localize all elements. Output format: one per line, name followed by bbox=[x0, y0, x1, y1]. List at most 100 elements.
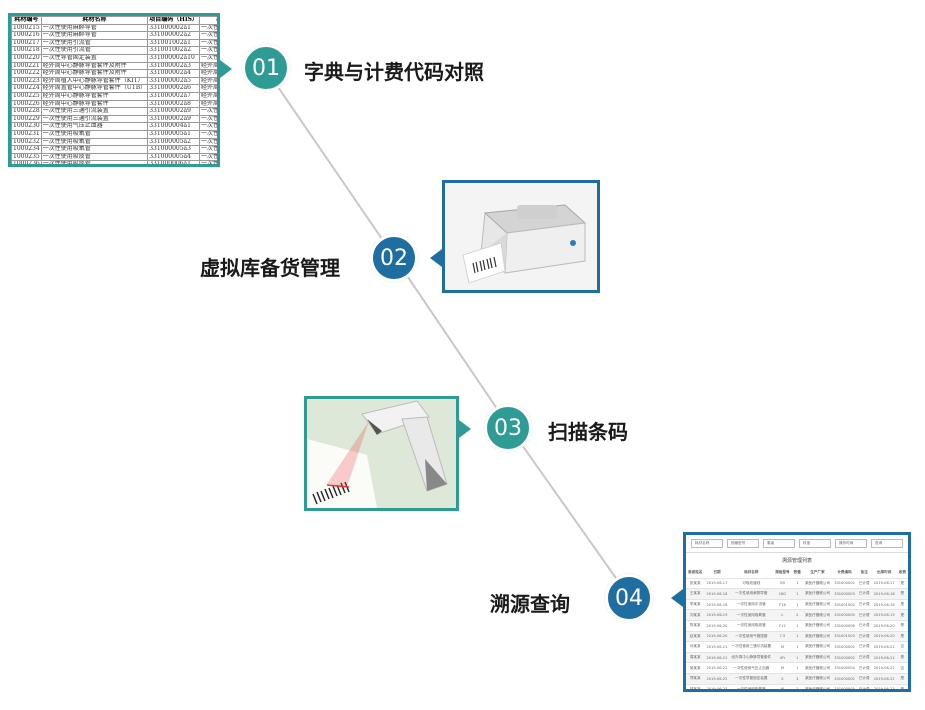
dict-cell: 经外周植入中心静脉导管套件（KIT） bbox=[40, 76, 149, 86]
trace-cell: 2019-06-22 bbox=[871, 673, 897, 685]
trace-cell: 孙某某 bbox=[686, 641, 705, 653]
dict-cell: 331000002a4 bbox=[147, 69, 201, 78]
trace-cell: 否 bbox=[896, 662, 908, 674]
dict-cell: 1000217 bbox=[11, 38, 42, 48]
step-04-label: 溯源查询 bbox=[490, 592, 570, 616]
trace-cell: 一次性使用气压止血器 bbox=[729, 662, 774, 674]
trace-cell: 否 bbox=[896, 641, 908, 653]
trace-cell: 吴某某 bbox=[686, 662, 705, 674]
trace-cell: 331001003 bbox=[832, 631, 857, 643]
trace-cell: 7.5 bbox=[773, 631, 792, 643]
trace-cell: 2019-06-17 bbox=[871, 578, 897, 590]
trace-cell: 1 bbox=[791, 578, 803, 590]
trace-cell: S bbox=[773, 673, 792, 685]
dict-cell: 331000002a9 bbox=[147, 114, 201, 124]
trace-cell: 某医疗器械公司 bbox=[802, 609, 833, 621]
trace-filter: 操作时间 bbox=[835, 539, 867, 548]
trace-cell: 一次性使用吸痰管 bbox=[729, 620, 774, 632]
trace-cell: 1 bbox=[791, 684, 803, 689]
trace-header-cell: 数量 bbox=[791, 568, 803, 579]
trace-screen-image: 耗材名称规格型号患者科室操作时间查询 溯源管理列表 患者姓名日期耗材名称规格型号… bbox=[683, 532, 911, 692]
trace-cell: 某医疗器械公司 bbox=[802, 641, 833, 653]
trace-cell: 4Fr bbox=[773, 652, 792, 664]
dict-cell: 1000222 bbox=[11, 69, 42, 78]
trace-cell: 是 bbox=[896, 631, 908, 643]
dict-row: 1000232一次性使用吸氧管331000005a2一次性使用 bbox=[11, 137, 217, 147]
step-03-number: 03 bbox=[494, 415, 522, 441]
trace-cell: 某医疗器械公司 bbox=[802, 673, 833, 685]
trace-cell: 陈某某 bbox=[686, 620, 705, 632]
pointer-4 bbox=[671, 589, 683, 607]
dict-cell: 一次性使用吸氧管 bbox=[40, 145, 149, 154]
dict-cell: 一次性使用气压止血器 bbox=[40, 122, 149, 131]
dict-header-cell: 项目名称 bbox=[199, 16, 217, 25]
dict-cell: 一次性使用吸氧管 bbox=[40, 129, 149, 139]
dict-cell: 一次性使用吸痰管 bbox=[40, 160, 149, 164]
dict-cell: 1000220 bbox=[11, 53, 42, 63]
dict-row: 1000226经外周中心静脉导管套件331000002a8经外周中心静脉 bbox=[11, 99, 217, 109]
trace-cell: 某医疗器械公司 bbox=[802, 662, 833, 674]
trace-cell: 2019-06-22 bbox=[704, 673, 730, 685]
dict-cell: 一次性使用三 bbox=[199, 114, 217, 124]
trace-cell: 某医疗器械公司 bbox=[802, 588, 833, 600]
pointer-1 bbox=[220, 60, 232, 78]
dict-cell: 331000002a3 bbox=[147, 61, 201, 71]
trace-cell: 331001002 bbox=[832, 599, 857, 611]
dict-cell: 331000002a1 bbox=[147, 23, 201, 33]
step-01-number: 01 bbox=[252, 55, 280, 81]
dict-cell: 331000002a10 bbox=[147, 53, 201, 63]
printer-image bbox=[442, 180, 600, 293]
trace-cell: 是 bbox=[896, 652, 908, 664]
trace-cell: 2019-06-20 bbox=[871, 620, 897, 632]
trace-cell: 331000002 bbox=[832, 641, 857, 653]
dict-cell: 1000224 bbox=[11, 84, 42, 93]
trace-cell: 一次性使用三通引流装置 bbox=[729, 641, 774, 653]
trace-cell: 3 bbox=[791, 673, 803, 685]
dict-cell: 经外周置管中心静脉导管套件（UTB） bbox=[40, 84, 149, 93]
trace-cell: 已计费 bbox=[856, 652, 872, 664]
dict-cell: 一次性使用 bbox=[199, 145, 217, 154]
trace-cell: 是 bbox=[896, 620, 908, 632]
step-04-badge: 04 bbox=[605, 574, 653, 622]
dict-cell: 1000218 bbox=[11, 46, 42, 55]
dict-cell: 331000002a9 bbox=[147, 107, 201, 116]
step-04-number: 04 bbox=[615, 585, 643, 611]
trace-cell: 2 bbox=[791, 609, 803, 621]
dict-cell: 一次性导管固定装置 bbox=[40, 53, 149, 63]
trace-cell: 赵某某 bbox=[686, 631, 705, 643]
trace-cell: 已计费 bbox=[856, 641, 872, 653]
trace-cell: 331000003 bbox=[832, 588, 857, 600]
dict-row: 1000231一次性使用吸氧管331000005a1一次性使用 bbox=[11, 129, 217, 139]
trace-cell: 一次性使用引流管 bbox=[729, 599, 774, 611]
trace-header-cell: 收费 bbox=[896, 568, 908, 579]
scanner-image bbox=[304, 396, 459, 511]
trace-cell: 1 bbox=[791, 641, 803, 653]
dict-cell: 331000002a6 bbox=[147, 84, 201, 93]
dict-cell: 一次性使用麻醉导管 bbox=[40, 23, 149, 33]
trace-cell: 一次性使用麻醉导管 bbox=[729, 588, 774, 600]
trace-cell: 一次性使用气管插管 bbox=[729, 631, 774, 643]
trace-header-cell: 患者姓名 bbox=[686, 568, 705, 579]
trace-cell: 2019-06-19 bbox=[704, 609, 730, 621]
trace-cell: 2019-06-22 bbox=[704, 662, 730, 674]
trace-cell: F12 bbox=[773, 620, 792, 632]
dict-cell: 一次性使用导 bbox=[199, 53, 217, 63]
dict-cell: 331000002a5 bbox=[147, 76, 201, 86]
trace-cell: 1 bbox=[791, 588, 803, 600]
dict-cell: 1000223 bbox=[11, 76, 42, 86]
step-02-badge: 02 bbox=[370, 234, 418, 282]
dict-row: 1000236一次性使用吸痰管331000006a1一次性使用 bbox=[11, 160, 217, 164]
trace-cell: 1 bbox=[791, 631, 803, 643]
step-03-label: 扫描条码 bbox=[548, 420, 628, 444]
trace-cell: 王某某 bbox=[686, 588, 705, 600]
trace-cell: 2019-06-21 bbox=[871, 641, 897, 653]
trace-header-cell: 耗材名称 bbox=[729, 568, 774, 579]
trace-cell: 是 bbox=[896, 578, 908, 590]
dict-cell: 经外周留置中心静脉 bbox=[199, 76, 217, 86]
